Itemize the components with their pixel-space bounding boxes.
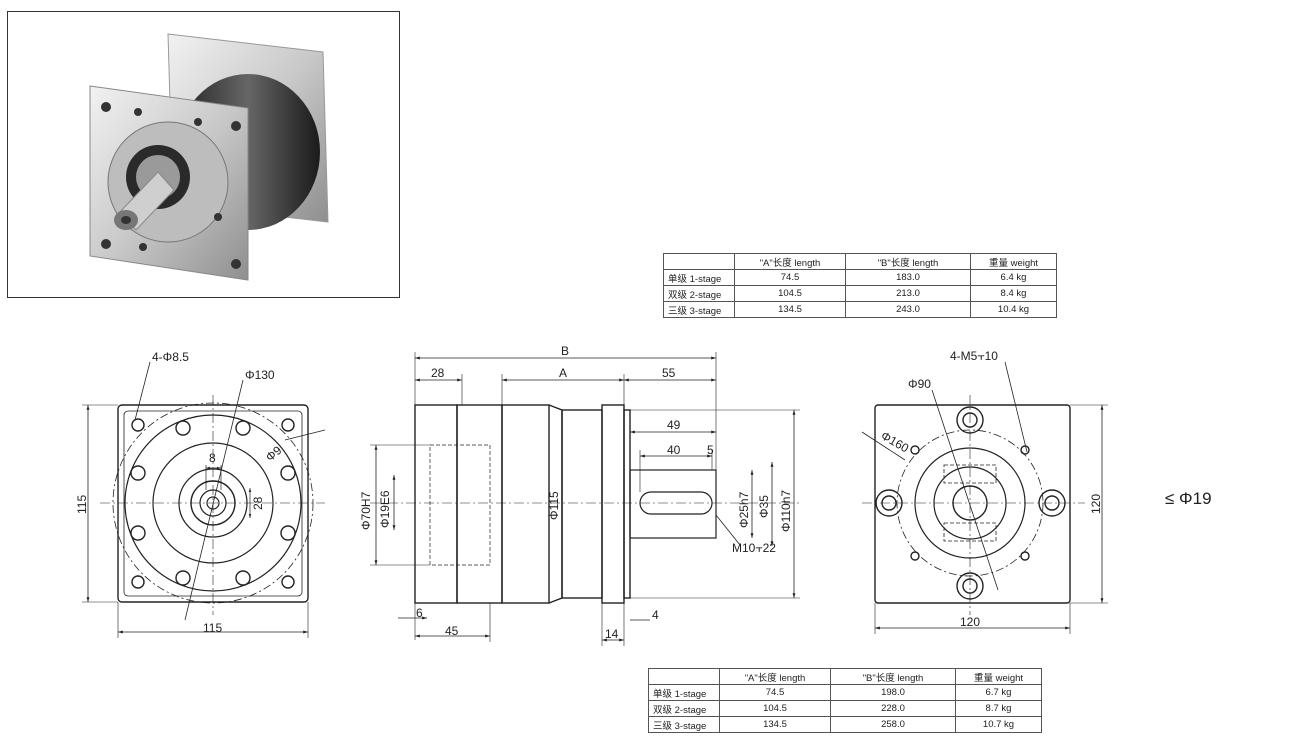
side-housing-label: Φ115 bbox=[547, 491, 561, 520]
side-key-len-label: 40 bbox=[667, 443, 681, 457]
table-cell: 10.7 kg bbox=[955, 716, 1042, 733]
side-d4-label: 4 bbox=[652, 608, 659, 622]
product-photo-frame bbox=[7, 11, 400, 298]
front-key-width-label: 8 bbox=[209, 451, 216, 465]
table-header-row: "A"长度 length "B"长度 length 重量 weight bbox=[663, 253, 1057, 270]
front-view bbox=[82, 361, 326, 638]
front-pcd-label: Φ130 bbox=[245, 368, 275, 382]
side-thread-label: M10⫟22 bbox=[732, 541, 776, 555]
front-height-label: 115 bbox=[75, 495, 89, 514]
rear-pcd-label: Φ160 bbox=[879, 428, 912, 455]
table-row: 三级 3-stage 134.5 243.0 10.4 kg bbox=[663, 301, 1057, 318]
shaft-limit-note: ≤ Φ19 bbox=[1165, 489, 1212, 508]
table-row: 单级 1-stage 74.5 183.0 6.4 kg bbox=[663, 269, 1057, 286]
front-view-labels: 4-Φ8.5 Φ130 Φ9 8 28 115 115 bbox=[75, 350, 285, 635]
rear-holes-label: 4-M5⫟10 bbox=[950, 349, 998, 363]
rear-view bbox=[861, 361, 1108, 634]
front-key-height-label: 28 bbox=[251, 496, 265, 510]
spec-table-top: "A"长度 length "B"长度 length 重量 weight 单级 1… bbox=[663, 253, 1057, 318]
spec-table-bottom: "A"长度 length "B"长度 length 重量 weight 单级 1… bbox=[648, 668, 1042, 733]
table-cell: 134.5 bbox=[734, 301, 846, 318]
front-holes-label: 4-Φ8.5 bbox=[152, 350, 189, 364]
side-bore-label: Φ19E6 bbox=[378, 490, 392, 528]
side-spigot-label: Φ110h7 bbox=[779, 490, 793, 532]
rear-inner-label: Φ90 bbox=[908, 377, 931, 391]
table-header-row: "A"长度 length "B"长度 length 重量 weight bbox=[648, 668, 1042, 685]
front-width-label: 115 bbox=[203, 621, 222, 635]
table-row: 双级 2-stage 104.5 213.0 8.4 kg bbox=[663, 285, 1057, 302]
table-cell: 10.4 kg bbox=[970, 301, 1057, 318]
side-shaft-dia-label: Φ25h7 bbox=[737, 491, 751, 528]
side-d45-label: 45 bbox=[445, 624, 459, 638]
table-cell: 134.5 bbox=[719, 716, 831, 733]
table-cell: 三级 3-stage bbox=[648, 716, 720, 733]
side-body-label: A bbox=[559, 366, 567, 380]
side-shaft-key-label: 49 bbox=[667, 418, 681, 432]
side-total-label: B bbox=[561, 344, 569, 358]
table-cell: 243.0 bbox=[845, 301, 971, 318]
side-d6-label: 6 bbox=[416, 606, 423, 620]
side-view bbox=[370, 352, 800, 646]
side-shaft-len-label: 55 bbox=[662, 366, 676, 380]
side-flange-label: 28 bbox=[431, 366, 445, 380]
side-view-labels: B 28 A 55 49 40 5 Φ70H7 Φ19E6 Φ115 Φ25h7… bbox=[359, 344, 793, 641]
rear-width-label: 120 bbox=[960, 615, 980, 629]
gearbox-photo bbox=[89, 33, 329, 281]
side-d14-label: 14 bbox=[605, 627, 619, 641]
table-row: 三级 3-stage 134.5 258.0 10.7 kg bbox=[648, 716, 1042, 733]
side-collar-label: Φ35 bbox=[757, 495, 771, 518]
rear-height-label: 120 bbox=[1089, 494, 1103, 514]
side-key-offset-label: 5 bbox=[707, 443, 714, 457]
side-pilot-label: Φ70H7 bbox=[359, 491, 373, 530]
front-inner-label: Φ9 bbox=[263, 443, 285, 464]
